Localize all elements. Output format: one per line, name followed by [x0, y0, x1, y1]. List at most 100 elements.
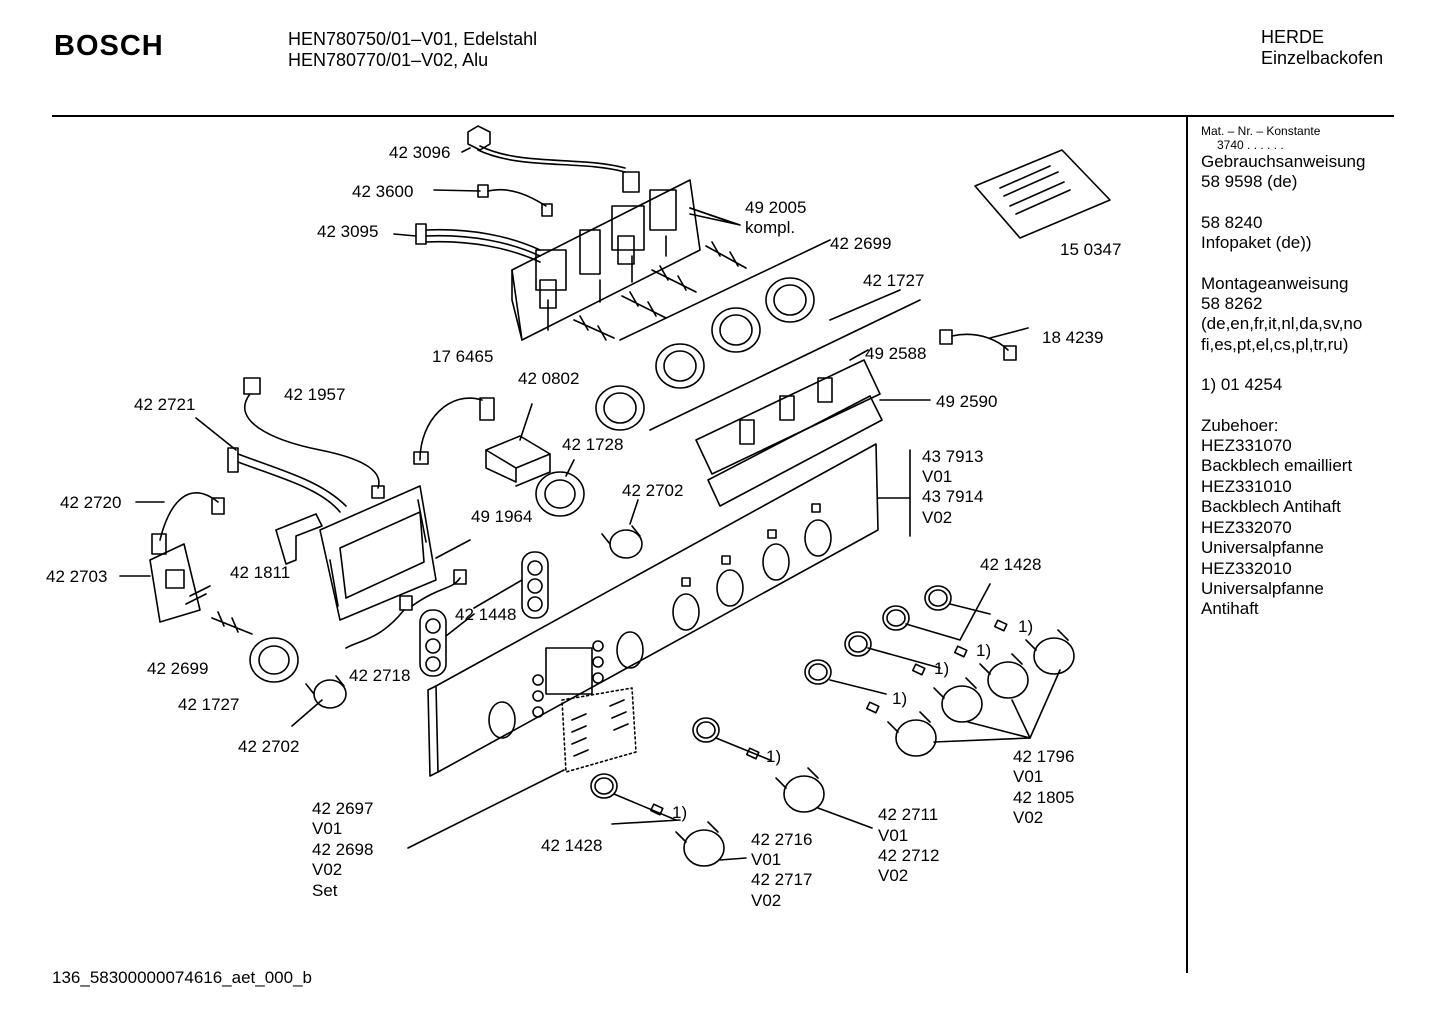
harness-421957: [243, 377, 385, 499]
sidebar-notes: Mat. – Nr. – Konstante 3740 . . . . . . …: [1201, 124, 1391, 620]
label-423600: 42 3600: [352, 182, 414, 201]
label-422712: 42 2712: [878, 846, 940, 865]
trim-rings-right: [804, 583, 991, 695]
label-422698: 42 2698: [312, 840, 374, 859]
label-492005: 49 2005: [745, 198, 807, 217]
label-422697-v01: V01: [312, 819, 343, 838]
footnote-marker: 1): [892, 689, 908, 708]
label-422697: 42 2697: [312, 799, 374, 818]
label-422721: 42 2721: [134, 395, 196, 414]
control-board: [511, 179, 701, 341]
label-150347: 15 0347: [1060, 240, 1122, 259]
sidebar-line: Gebrauchsanweisung: [1201, 152, 1366, 171]
mat-nr-label: Mat. – Nr. – Konstante: [1201, 124, 1321, 138]
label-422711-v01: V01: [878, 826, 909, 845]
sidebar-line: Infopaket (de)): [1201, 233, 1312, 253]
knobs-right: [865, 619, 1075, 757]
model-list: HEN780750/01–V01, Edelstahl HEN780770/01…: [288, 29, 537, 71]
screw-set: [407, 687, 637, 849]
harness-423095: [415, 223, 541, 263]
sidebar-spacer: [1201, 254, 1391, 274]
relay-420802: [485, 403, 551, 487]
label-420802: 42 0802: [518, 369, 580, 388]
harness-423096: [467, 125, 640, 193]
cup-421727: [249, 637, 299, 683]
sidebar-line: Universalpfanne: [1201, 578, 1324, 598]
harness-422718: [345, 569, 467, 649]
model-line-2: HEN780770/01–V02, Alu: [288, 50, 489, 70]
sidebar-line: Zubehoer:: [1201, 415, 1279, 435]
sidebar-line: (de,en,fr,it,nl,da,sv,no: [1201, 314, 1363, 334]
bracket-421811: [275, 513, 323, 565]
sidebar-line: fi,es,pt,el,cs,pl,tr,ru): [1201, 334, 1349, 354]
label-422702-bottom: 42 2702: [238, 737, 300, 756]
label-421727-top: 42 1727: [863, 271, 925, 290]
category: HERDE Einzelbackofen: [1261, 27, 1383, 69]
footnote-marker: 1): [766, 747, 782, 766]
power-board: [119, 543, 211, 623]
exploded-diagram: [119, 125, 1111, 867]
sidebar-line: HEZ331010: [1201, 476, 1292, 496]
label-421805: 42 1805: [1013, 788, 1075, 807]
clock-frame: [319, 485, 471, 621]
light-bezel-421448: [419, 551, 549, 677]
label-421805-v02: V02: [1013, 808, 1044, 827]
label-422711: 42 2711: [878, 805, 939, 824]
label-421428-top: 42 1428: [980, 555, 1042, 574]
header-divider: [52, 115, 1394, 117]
label-422698-v02: V02: [312, 860, 343, 879]
harness-184239: [939, 327, 1029, 361]
sidebar-spacer: [1201, 396, 1391, 416]
drawing-code: 136_58300000074616_aet_000_b: [52, 968, 312, 987]
sidebar-spacer: [1201, 193, 1391, 213]
label-421811: 42 1811: [230, 563, 291, 582]
footnote-marker: 1): [672, 803, 688, 822]
sidebar-line: 58 9598 (de): [1201, 172, 1298, 192]
shaft-422699: [211, 611, 253, 635]
sidebar-line: HEZ332010: [1201, 558, 1292, 578]
accessory-bag: [974, 149, 1111, 239]
label-423096: 42 3096: [389, 143, 451, 162]
label-422702-top: 42 2702: [622, 481, 684, 500]
model-line-1: HEN780750/01–V01, Edelstahl: [288, 29, 538, 49]
label-437913: 43 7913: [922, 447, 984, 466]
footnote-marker: 1): [976, 641, 992, 660]
front-panel: [427, 443, 911, 777]
sidebar-line: 58 8240: [1201, 212, 1263, 232]
label-422717-v02: V02: [751, 891, 782, 910]
label-421727-bottom: 42 1727: [178, 695, 240, 714]
label-kompl: kompl.: [745, 218, 796, 237]
label-421448: 42 1448: [455, 605, 517, 624]
label-421796-v01: V01: [1013, 767, 1044, 786]
label-176465: 17 6465: [432, 347, 494, 366]
sidebar-divider: [1186, 117, 1188, 973]
sidebar-line: HEZ331070: [1201, 436, 1292, 456]
label-492588: 49 2588: [865, 344, 927, 363]
label-422716: 42 2716: [751, 830, 813, 849]
category-line-2: Einzelbackofen: [1261, 48, 1384, 68]
sidebar-line: Antihaft: [1201, 599, 1259, 619]
category-line-1: HERDE: [1261, 27, 1325, 47]
label-437913-v01: V01: [922, 467, 953, 486]
label-422699-top: 42 2699: [830, 234, 892, 253]
label-421957: 42 1957: [284, 385, 346, 404]
knob-core-422702: [291, 675, 347, 727]
sidebar-line: Montageanweisung: [1201, 273, 1349, 293]
harness-423600: [477, 184, 553, 217]
label-422720: 42 2720: [60, 493, 122, 512]
label-422716-v01: V01: [751, 850, 782, 869]
footnote-marker: 1): [934, 659, 950, 678]
label-437914: 43 7914: [922, 487, 984, 506]
label-421796: 42 1796: [1013, 747, 1075, 766]
harness-176465: [413, 397, 495, 465]
knobs-bottom: [590, 717, 873, 867]
label-422703: 42 2703: [46, 567, 108, 586]
label-437914-v02: V02: [922, 508, 953, 527]
label-422718: 42 2718: [349, 666, 411, 685]
knob-core-422702-top: [601, 499, 643, 559]
label-422717: 42 2717: [751, 870, 813, 889]
cup-row-top: [595, 277, 815, 431]
sidebar-line: Universalpfanne: [1201, 538, 1324, 558]
harness-422720: [135, 492, 225, 555]
